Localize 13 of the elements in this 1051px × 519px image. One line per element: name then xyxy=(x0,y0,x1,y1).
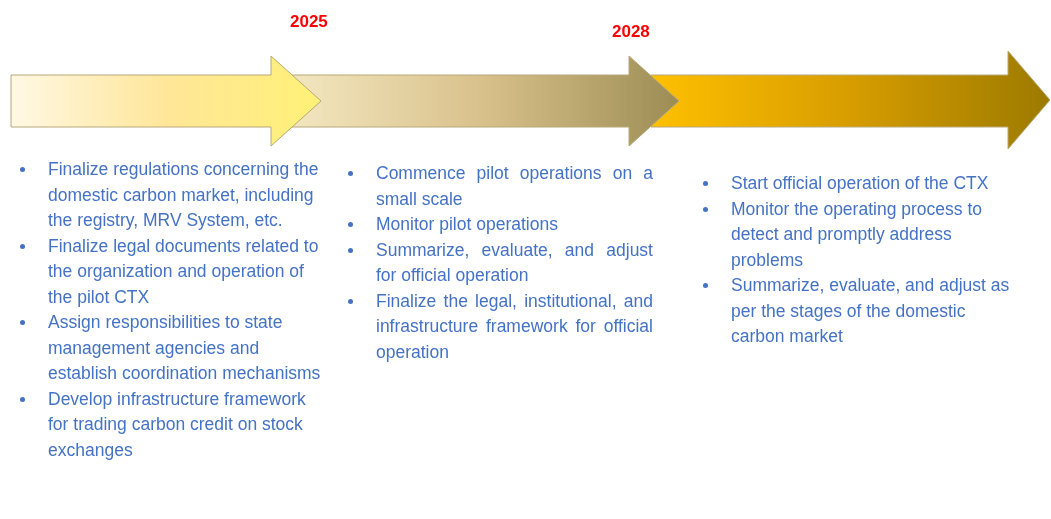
bullet-text: Finalize legal documents related to the organization and operation of the pilot CTX xyxy=(48,234,320,309)
bullet-text: Summarize, evaluate, and adjust as per the stages of the domestic carbon market xyxy=(731,274,1011,348)
bullet-text: Monitor pilot operations xyxy=(376,213,558,236)
year-label: 2028 xyxy=(612,22,650,42)
bullet-text: Summarize, evaluate, and adjust for official operation xyxy=(376,238,653,287)
bullet-text: Finalize regulations concerning the domestic carbon market, including the registry, MRV System, etc. xyxy=(48,158,320,232)
bullet-text: Finalize the legal, institutional, and infrastructure framework for official operation xyxy=(376,289,653,364)
bullet-text: Assign responsibilities to state management agencies and establish coordination mechanisms xyxy=(48,311,322,385)
bullet-text: Start official operation of the CTX xyxy=(731,172,989,195)
bullet-text: Monitor the operating process to detect and promptly address problems xyxy=(731,197,983,272)
bullet-text: Develop infrastructure framework for trading carbon credit on stock exchanges xyxy=(48,387,307,462)
bullet-text: Commence pilot operations on a small scale xyxy=(376,162,653,211)
year-label: 2025 xyxy=(290,12,328,32)
